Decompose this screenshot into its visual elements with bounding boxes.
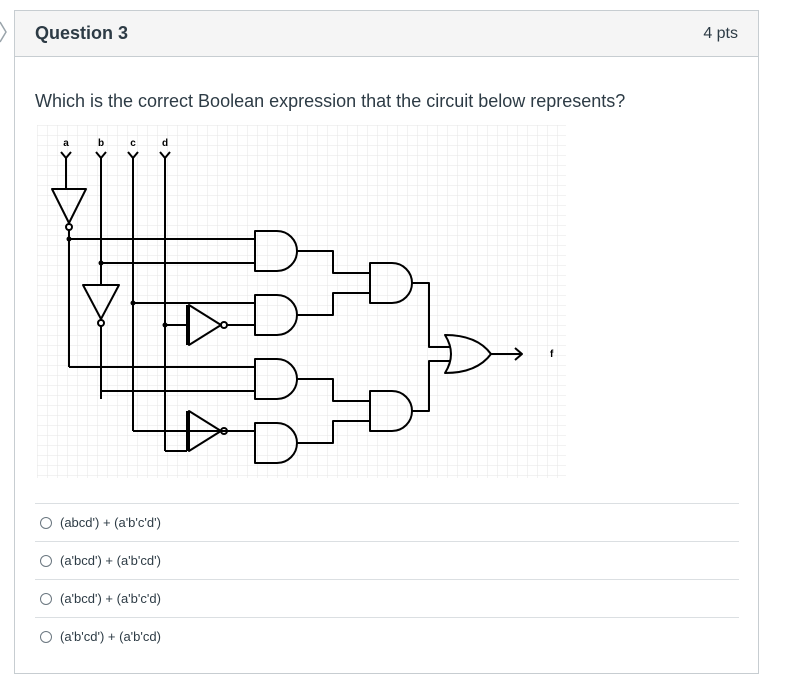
radio-button[interactable] bbox=[40, 516, 52, 529]
answer-option-4[interactable]: (a'b'cd') + (a'b'cd) bbox=[35, 617, 739, 655]
and-gate-4 bbox=[254, 422, 298, 464]
wire-and6-out bbox=[412, 360, 451, 412]
answer-label: (a'bcd') + (a'b'cd') bbox=[60, 553, 161, 568]
not-gate-a bbox=[51, 188, 87, 224]
question-points: 4 pts bbox=[703, 25, 738, 42]
wire-and5-out bbox=[412, 282, 451, 348]
question-title: Question 3 bbox=[35, 23, 129, 43]
radio-button[interactable] bbox=[40, 554, 52, 567]
junction-a bbox=[66, 236, 72, 242]
and-gate-2 bbox=[254, 294, 298, 336]
and-gate-5 bbox=[369, 262, 413, 304]
question-header: Question 3 4 pts bbox=[15, 11, 758, 57]
wire-and2-out bbox=[297, 292, 370, 316]
radio-button[interactable] bbox=[40, 592, 52, 605]
not-gate-b bbox=[82, 284, 120, 320]
answer-option-1[interactable]: (abcd') + (a'b'c'd') bbox=[35, 503, 739, 541]
and-gate-3 bbox=[254, 358, 298, 400]
question-text: Which is the correct Boolean expression … bbox=[35, 91, 626, 111]
answer-option-2[interactable]: (a'bcd') + (a'b'cd') bbox=[35, 541, 739, 579]
question-card: Question 3 4 pts Which is the correct Bo… bbox=[14, 10, 759, 674]
junction-d bbox=[162, 322, 168, 328]
junction-b bbox=[98, 260, 104, 266]
wire-and1-out bbox=[297, 250, 370, 274]
input-label-d: d bbox=[162, 138, 168, 149]
output-label-f: f bbox=[550, 349, 554, 360]
circuit-diagram: a b c d f bbox=[37, 125, 566, 478]
answer-label: (a'bcd') + (a'b'c'd) bbox=[60, 591, 161, 606]
answer-label: (a'b'cd') + (a'b'cd) bbox=[60, 629, 161, 644]
input-label-a: a bbox=[63, 138, 69, 149]
answer-option-3[interactable]: (a'bcd') + (a'b'c'd) bbox=[35, 579, 739, 617]
wire-and4-out bbox=[297, 420, 370, 444]
answer-list: (abcd') + (a'b'c'd') (a'bcd') + (a'b'cd'… bbox=[35, 503, 739, 655]
not-gate-d-top bbox=[188, 304, 222, 346]
radio-button[interactable] bbox=[40, 630, 52, 643]
wire-and3-out bbox=[297, 378, 370, 402]
and-gate-1 bbox=[254, 230, 298, 272]
and-gate-6 bbox=[369, 390, 413, 432]
not-gate-d-bottom bbox=[188, 410, 222, 452]
answer-label: (abcd') + (a'b'c'd') bbox=[60, 515, 161, 530]
input-label-b: b bbox=[98, 138, 104, 149]
output-arrow bbox=[514, 347, 523, 361]
circuit-grid bbox=[37, 125, 566, 478]
input-label-c: c bbox=[130, 138, 136, 149]
junction-c bbox=[130, 300, 136, 306]
or-gate bbox=[444, 334, 492, 374]
chevron-left-icon[interactable] bbox=[0, 20, 10, 44]
